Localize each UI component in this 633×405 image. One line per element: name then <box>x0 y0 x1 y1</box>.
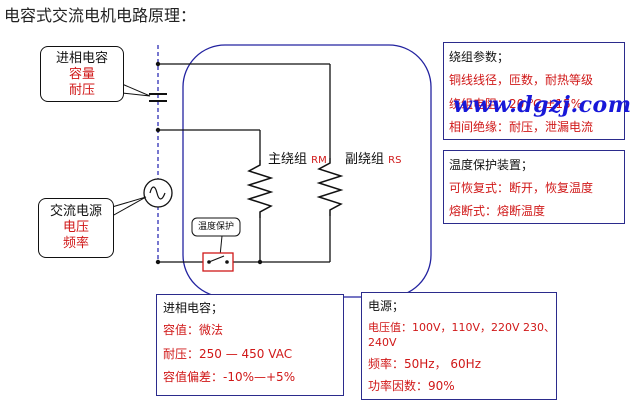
main-winding-subscript: RM <box>311 155 327 166</box>
thermal-label-text: 温度保护 <box>197 222 234 232</box>
source-callout-title: 交流电源 <box>49 204 102 219</box>
sine-wave-icon <box>149 186 166 200</box>
thermal-device-line2: 熔断式：熔断温度 <box>449 204 546 218</box>
source-callout-voltage: 电压 <box>62 220 89 235</box>
capacitor-callout <box>40 46 124 102</box>
power-spec-box <box>361 292 557 400</box>
thermal-switch-blade <box>208 255 225 263</box>
capacitor-spec-line2: 耐压：250 — 450 VAC <box>163 347 293 361</box>
source-callout-frequency: 频率 <box>62 236 89 251</box>
power-spec-line4: 功率因数：90% <box>368 379 455 393</box>
winding-params-box <box>443 42 625 140</box>
winding-params-line2: 绕组电阻：20 ℃ ±15% <box>449 97 583 111</box>
aux-winding-coil <box>316 158 344 216</box>
ac-source-symbol <box>143 178 173 208</box>
capacitor-callout-title: 进相电容 <box>55 51 108 66</box>
watermark: www.dgzj.com <box>453 92 632 118</box>
winding-params-line3: 相间绝缘：耐压，泄漏电流 <box>449 120 594 134</box>
power-spec-title: 电源； <box>368 299 405 313</box>
capacitor-callout-capacity: 容量 <box>68 67 95 82</box>
power-spec-line3: 频率：50Hz， 60Hz <box>368 357 481 371</box>
main-winding-coil <box>246 160 274 218</box>
winding-params-line1: 铜线线径，匝数，耐热等级 <box>449 73 594 87</box>
thermal-device-box <box>443 150 625 224</box>
source-callout <box>38 198 114 258</box>
page-title: 电容式交流电机电路原理： <box>4 6 197 25</box>
capacitor-spec-box <box>156 294 344 396</box>
thermal-device-title: 温度保护装置； <box>449 158 534 172</box>
capacitor-callout-pointer <box>121 83 151 97</box>
main-winding-label: 主绕组 RM <box>268 152 327 167</box>
thermal-device-line1: 可恢复式：断开，恢复温度 <box>449 181 594 195</box>
power-spec-line2: 240V <box>368 336 397 349</box>
capacitor-spec-title: 进相电容； <box>163 301 224 315</box>
aux-winding-subscript: RS <box>388 155 402 166</box>
power-spec-line1: 电压值：100V，110V，220V 230、 <box>368 321 556 334</box>
capacitor-spec-line1: 容值：微法 <box>163 323 224 337</box>
source-callout-pointer <box>111 196 147 217</box>
capacitor-callout-voltage: 耐压 <box>68 83 95 98</box>
thermal-switch-box <box>202 252 234 272</box>
thermal-label-box <box>191 217 241 237</box>
winding-params-title: 绕组参数； <box>449 50 510 64</box>
aux-winding-label: 副绕组 RS <box>345 152 402 167</box>
capacitor-spec-line3: 容值偏差：-10%—+5% <box>163 370 296 384</box>
